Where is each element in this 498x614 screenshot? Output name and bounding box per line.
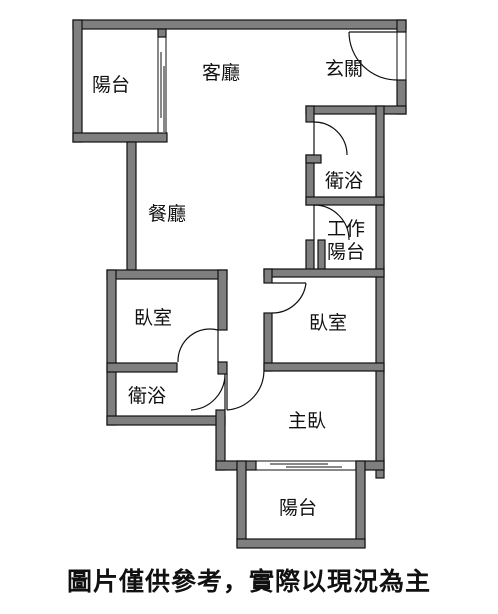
room-label-bath-top: 衛浴 [325, 170, 364, 192]
room-label-entrance: 玄關 [325, 58, 364, 80]
wall-workbalcony-bottom [263, 268, 385, 278]
wall-entrance-right [396, 19, 407, 33]
room-label-master-bedroom: 主臥 [288, 410, 327, 432]
wall-balcony-left-inner-top [157, 28, 167, 38]
sliding-door-bottom-balcony [255, 460, 357, 471]
door-bath-top [313, 121, 348, 156]
wall-right-column [375, 105, 385, 479]
wall-balcony-left-outer [72, 19, 83, 143]
room-label-dining-room: 餐廳 [148, 203, 187, 225]
wall-bedroom-left-bottom [106, 362, 178, 373]
sliding-door-left-balcony [157, 36, 167, 134]
wall-bedroom-right-left-lower [263, 312, 273, 372]
wall-dining-left [126, 141, 137, 271]
room-label-balcony-left: 陽台 [92, 74, 131, 96]
wall-bath-top-bottom [305, 196, 385, 206]
wall-balcony-bottom-left [236, 460, 247, 548]
wall-bedroom-left-outer [106, 269, 117, 426]
room-label-work-balcony: 工作 陽台 [327, 218, 365, 264]
room-label-work-balcony-line2: 陽台 [327, 241, 366, 263]
wall-balcony-bottom-right [355, 460, 366, 548]
entrance-opening [396, 32, 407, 80]
wall-bath-left-bottom [106, 415, 226, 426]
room-label-work-balcony-line1: 工作 [327, 218, 366, 240]
wall-top [72, 19, 407, 30]
door-entrance [348, 31, 398, 81]
wall-balcony-bottom-bottom [236, 538, 366, 549]
room-label-bedroom-right: 臥室 [309, 312, 348, 334]
wall-bedroom-left-top [106, 269, 228, 280]
room-label-balcony-bottom: 陽台 [279, 497, 318, 519]
room-label-bedroom-left: 臥室 [134, 307, 173, 329]
wall-bath-left-right [217, 361, 228, 375]
door-bedroom-right [271, 282, 307, 314]
wall-entrance-bottom [305, 105, 407, 115]
wall-bedroom-right-bottom [263, 362, 385, 372]
wall-balcony-left-bottom [72, 132, 168, 143]
room-label-bath-left: 衛浴 [128, 385, 167, 407]
room-label-living-room: 客廳 [202, 62, 241, 84]
disclaimer-caption: 圖片僅供參考，實際以現況為主 [66, 567, 431, 596]
wall-bedroom-left-right [217, 269, 228, 331]
door-bedroom-left [177, 328, 219, 363]
wall-bedroom-right-left [263, 268, 273, 284]
door-workbalcony [313, 204, 350, 241]
door-bath-left [190, 373, 226, 411]
floor-plan [72, 19, 407, 549]
wall-workbalcony-mid [317, 239, 326, 274]
wall-workbalcony-left [305, 239, 315, 274]
door-master [226, 370, 265, 411]
wall-corridor-left [305, 105, 315, 123]
wall-master-bottom-left [215, 460, 257, 471]
wall-bath-top-top [305, 154, 322, 164]
